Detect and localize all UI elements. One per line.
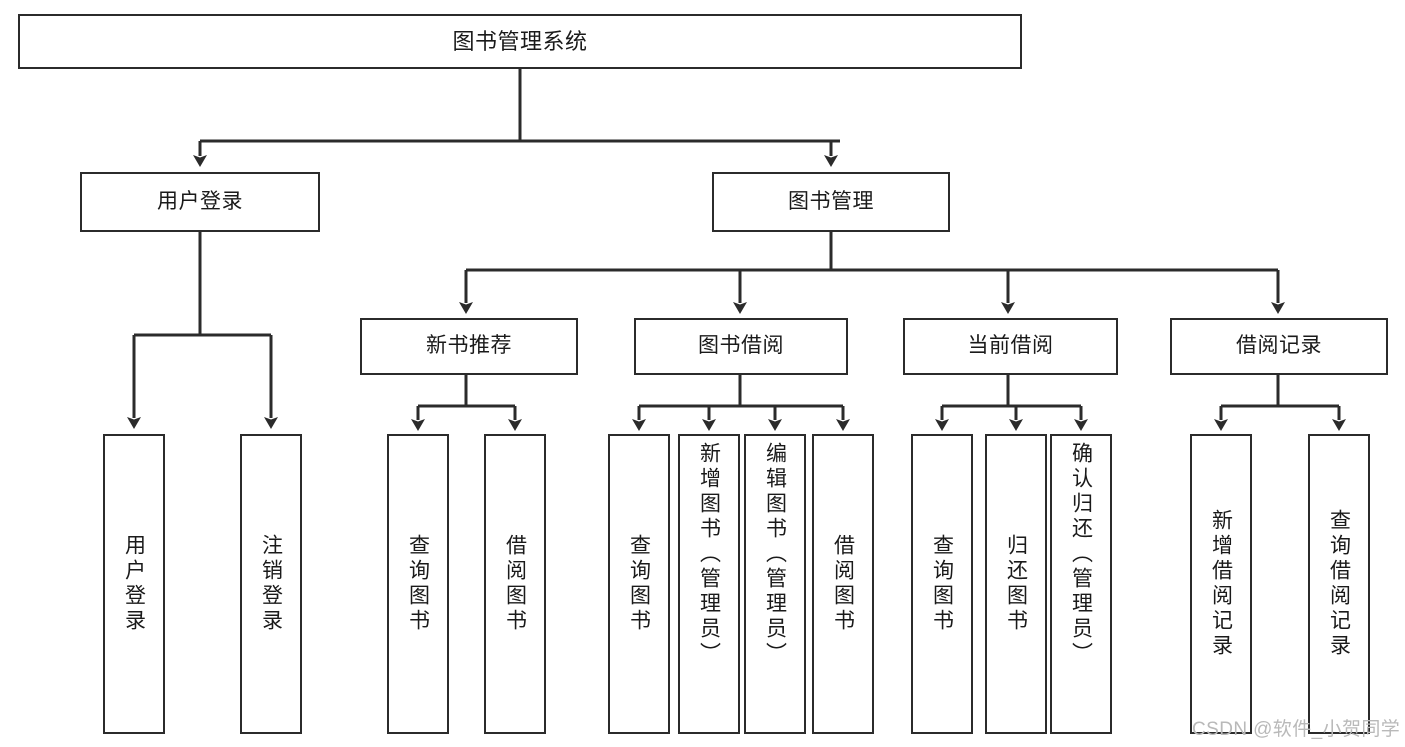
node-current-borrow[interactable]: 当前借阅 bbox=[903, 318, 1118, 375]
leaf-user-login-label: 用户登录 bbox=[122, 534, 146, 634]
leaf-logout[interactable]: 注销登录 bbox=[240, 434, 302, 734]
leaf-add-record-label: 新增借阅记录 bbox=[1209, 509, 1233, 659]
leaf-logout-label: 注销登录 bbox=[259, 534, 283, 634]
leaf-borrow-book-2-label: 借阅图书 bbox=[831, 534, 855, 634]
node-user-login[interactable]: 用户登录 bbox=[80, 172, 320, 232]
leaf-user-login[interactable]: 用户登录 bbox=[103, 434, 165, 734]
node-book-borrow[interactable]: 图书借阅 bbox=[634, 318, 848, 375]
leaf-query-book-1[interactable]: 查询图书 bbox=[387, 434, 449, 734]
node-book-borrow-label: 图书借阅 bbox=[698, 334, 784, 358]
leaf-query-book-3-label: 查询图书 bbox=[930, 534, 954, 634]
leaf-borrow-book-1-label: 借阅图书 bbox=[503, 534, 527, 634]
node-user-login-label: 用户登录 bbox=[157, 189, 243, 213]
node-borrow-record-label: 借阅记录 bbox=[1236, 334, 1322, 358]
leaf-add-record[interactable]: 新增借阅记录 bbox=[1190, 434, 1252, 734]
node-book-manage-label: 图书管理 bbox=[788, 189, 874, 213]
leaf-query-book-2-label: 查询图书 bbox=[627, 534, 651, 634]
leaf-edit-book-label: 编辑图书（管理员） bbox=[763, 442, 787, 667]
leaf-query-book-1-label: 查询图书 bbox=[406, 534, 430, 634]
leaf-add-book-label: 新增图书（管理员） bbox=[697, 442, 721, 667]
node-current-borrow-label: 当前借阅 bbox=[967, 334, 1054, 358]
leaf-return-book-label: 归还图书 bbox=[1004, 534, 1028, 634]
leaf-return-book[interactable]: 归还图书 bbox=[985, 434, 1047, 734]
leaf-confirm-return[interactable]: 确认归还（管理员） bbox=[1050, 434, 1112, 734]
node-root-label: 图书管理系统 bbox=[452, 28, 588, 54]
node-root[interactable]: 图书管理系统 bbox=[18, 14, 1022, 69]
node-new-book-recommend[interactable]: 新书推荐 bbox=[360, 318, 578, 375]
node-new-book-recommend-label: 新书推荐 bbox=[426, 334, 512, 358]
leaf-query-book-2[interactable]: 查询图书 bbox=[608, 434, 670, 734]
leaf-borrow-book-1[interactable]: 借阅图书 bbox=[484, 434, 546, 734]
leaf-edit-book[interactable]: 编辑图书（管理员） bbox=[744, 434, 806, 734]
leaf-confirm-return-label: 确认归还（管理员） bbox=[1069, 442, 1093, 667]
leaf-query-record[interactable]: 查询借阅记录 bbox=[1308, 434, 1370, 734]
leaf-query-record-label: 查询借阅记录 bbox=[1327, 509, 1351, 659]
node-borrow-record[interactable]: 借阅记录 bbox=[1170, 318, 1388, 375]
leaf-borrow-book-2[interactable]: 借阅图书 bbox=[812, 434, 874, 734]
leaf-query-book-3[interactable]: 查询图书 bbox=[911, 434, 973, 734]
node-book-manage[interactable]: 图书管理 bbox=[712, 172, 950, 232]
leaf-add-book[interactable]: 新增图书（管理员） bbox=[678, 434, 740, 734]
